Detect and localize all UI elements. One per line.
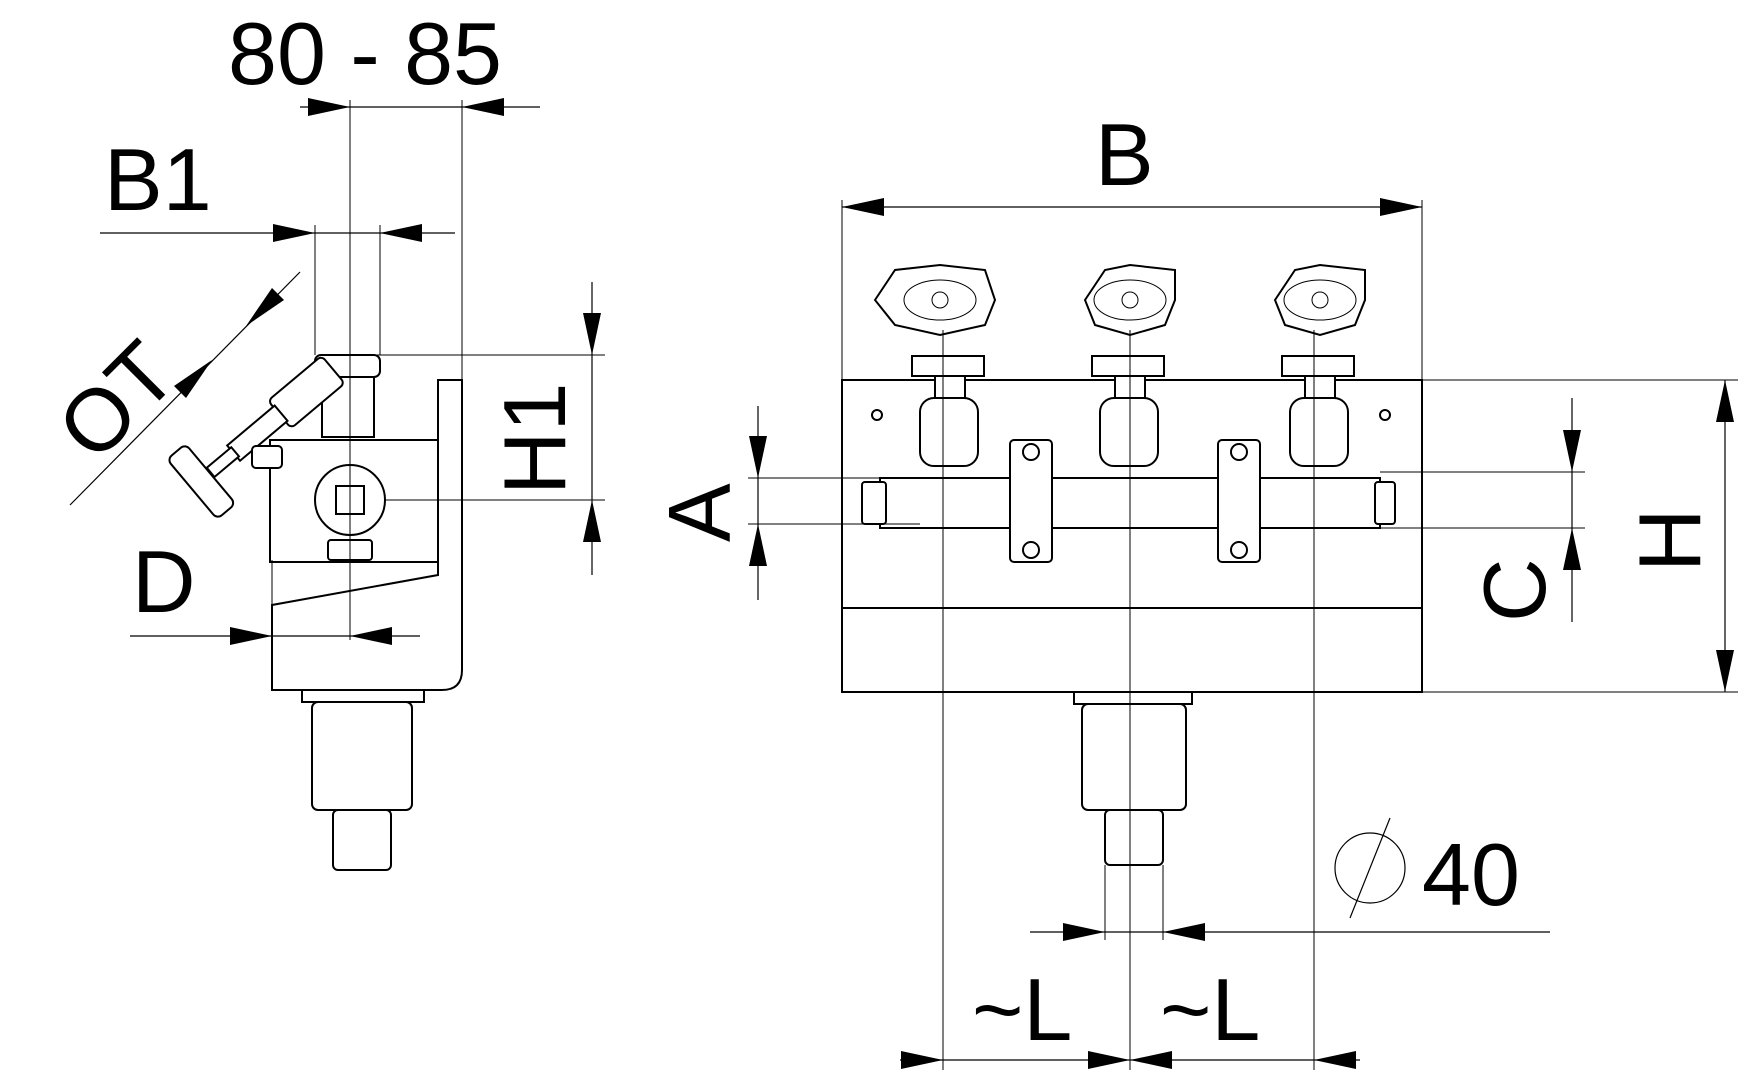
front-view	[841, 263, 1423, 1070]
b-label: B	[1095, 105, 1154, 204]
side-handwheel	[168, 445, 235, 518]
side-dimensions	[69, 98, 605, 650]
union-left	[1009, 439, 1053, 563]
mounting-hole-left	[871, 409, 883, 421]
side-bottom-adapter	[301, 689, 425, 703]
h1-label: H1	[485, 383, 584, 496]
valve-body-3	[1289, 397, 1349, 467]
front-bottom-stub	[1104, 809, 1164, 866]
front-bottom-adapter	[1073, 691, 1193, 705]
diameter-symbol	[1334, 832, 1406, 904]
valve-body-2	[1099, 397, 1159, 467]
side-small-fitting	[251, 445, 283, 469]
b1-label: B1	[104, 130, 212, 229]
valve-body-1	[919, 397, 979, 467]
a-label: A	[650, 483, 749, 542]
side-bracket	[271, 379, 463, 691]
l-right-label: ~L	[1160, 960, 1260, 1059]
d-label: D	[132, 532, 196, 631]
side-bottom-stub	[332, 809, 392, 871]
diameter-label: 40	[1422, 825, 1520, 924]
union-right	[1217, 439, 1261, 563]
front-dimensions	[748, 198, 1738, 1069]
c-label: C	[1465, 558, 1564, 622]
h-label: H	[1620, 508, 1719, 572]
l-left-label: ~L	[972, 960, 1072, 1059]
gap-label: 80 - 85	[228, 4, 502, 103]
mounting-hole-right	[1379, 409, 1391, 421]
side-view	[168, 100, 463, 871]
